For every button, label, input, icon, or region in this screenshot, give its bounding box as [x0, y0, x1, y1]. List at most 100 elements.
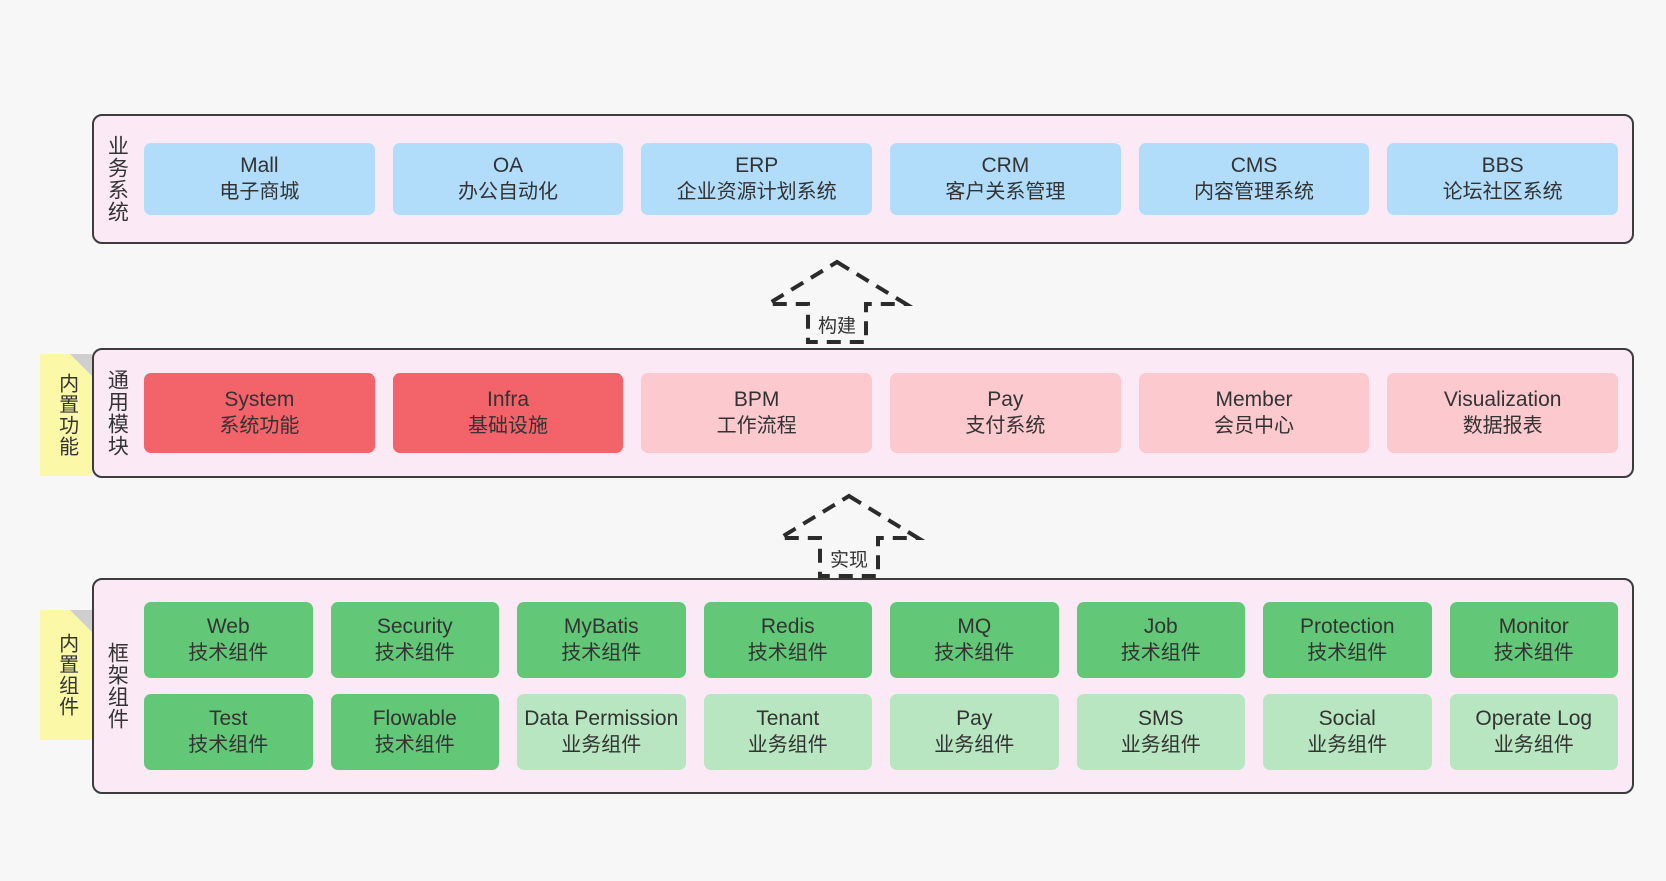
- layer-body-business-system: Mall 电子商城 OA 办公自动化 ERP 企业资源计划系统 CRM 客户关系…: [138, 116, 1632, 242]
- card-row: Web 技术组件 Security 技术组件 MyBatis 技术组件 Redi…: [144, 602, 1618, 678]
- card-title: Security: [376, 615, 453, 639]
- uml-arrow-implement: 实现: [772, 492, 926, 578]
- card-pay[interactable]: Pay 支付系统: [890, 373, 1121, 453]
- card-title: Pay: [956, 707, 993, 731]
- card-social[interactable]: Social 业务组件: [1263, 694, 1432, 770]
- card-test[interactable]: Test 技术组件: [144, 694, 313, 770]
- card-subtitle: 技术组件: [188, 641, 269, 664]
- uml-arrow-build: 构建: [760, 258, 914, 344]
- card-bpm[interactable]: BPM 工作流程: [641, 373, 873, 453]
- card-system[interactable]: System 系统功能: [144, 373, 375, 453]
- card-title: Tenant: [756, 707, 820, 731]
- dashed-hollow-arrow-icon: [760, 259, 914, 344]
- card-security[interactable]: Security 技术组件: [330, 602, 499, 678]
- sticky-note-builtin-function: 内置功能: [40, 354, 92, 476]
- card-title: MQ: [957, 615, 992, 639]
- card-subtitle: 企业资源计划系统: [676, 180, 837, 203]
- card-title: Web: [206, 615, 250, 639]
- card-title: Protection: [1299, 615, 1395, 639]
- card-title: Operate Log: [1475, 707, 1593, 731]
- card-sms[interactable]: SMS 业务组件: [1076, 694, 1245, 770]
- arrow-label-implement: 实现: [829, 550, 868, 571]
- card-member[interactable]: Member 会员中心: [1138, 373, 1370, 453]
- card-subtitle: 业务组件: [1120, 733, 1201, 756]
- layer-label-framework-component: 框架组件: [105, 642, 129, 730]
- folded-corner-icon: [70, 610, 92, 632]
- card-title: Test: [208, 707, 248, 731]
- card-subtitle: 技术组件: [747, 641, 828, 664]
- sticky-note-builtin-component: 内置组件: [40, 610, 92, 740]
- card-title: MyBatis: [563, 615, 639, 639]
- card-subtitle: 客户关系管理: [945, 180, 1066, 203]
- card-title: Social: [1318, 707, 1376, 731]
- card-subtitle: 业务组件: [747, 733, 828, 756]
- card-subtitle: 技术组件: [934, 641, 1015, 664]
- layer-framework-component: 框架组件 Web 技术组件 Security 技术组件 MyBatis 技术组件…: [92, 578, 1634, 794]
- card-title: BPM: [733, 388, 780, 412]
- card-job[interactable]: Job 技术组件: [1076, 602, 1245, 678]
- card-operate-log[interactable]: Operate Log 业务组件: [1449, 694, 1618, 770]
- card-title: Job: [1143, 615, 1178, 639]
- card-subtitle: 办公自动化: [458, 180, 558, 203]
- card-subtitle: 技术组件: [1307, 641, 1388, 664]
- card-subtitle: 技术组件: [1493, 641, 1574, 664]
- card-title: ERP: [735, 154, 779, 178]
- sticky-note-text: 内置组件: [55, 633, 78, 717]
- card-oa[interactable]: OA 办公自动化: [392, 143, 624, 215]
- card-subtitle: 业务组件: [561, 733, 642, 756]
- card-mybatis[interactable]: MyBatis 技术组件: [517, 602, 686, 678]
- card-title: CMS: [1230, 154, 1278, 178]
- layer-business-system: 业务系统 Mall 电子商城 OA 办公自动化 ERP 企业资源计划系统 CRM…: [92, 114, 1634, 244]
- card-title: Flowable: [372, 707, 457, 731]
- card-erp[interactable]: ERP 企业资源计划系统: [641, 143, 873, 215]
- card-title: Visualization: [1443, 388, 1562, 412]
- card-redis[interactable]: Redis 技术组件: [703, 602, 872, 678]
- layer-label-business-system: 业务系统: [105, 135, 129, 223]
- card-row: Test 技术组件 Flowable 技术组件 Data Permission …: [144, 694, 1618, 770]
- card-monitor[interactable]: Monitor 技术组件: [1449, 602, 1618, 678]
- card-subtitle: 基础设施: [468, 414, 548, 437]
- card-title: Mall: [240, 154, 279, 178]
- dashed-hollow-arrow-icon: [772, 493, 926, 578]
- card-cms[interactable]: CMS 内容管理系统: [1138, 143, 1370, 215]
- card-row: Mall 电子商城 OA 办公自动化 ERP 企业资源计划系统 CRM 客户关系…: [144, 143, 1619, 215]
- card-mall[interactable]: Mall 电子商城: [144, 143, 375, 215]
- card-subtitle: 论坛社区系统: [1442, 180, 1563, 203]
- arrow-label-build: 构建: [817, 316, 856, 337]
- card-subtitle: 业务组件: [1493, 733, 1574, 756]
- layer-label-common-module: 通用模块: [105, 369, 129, 457]
- card-bbs[interactable]: BBS 论坛社区系统: [1387, 143, 1619, 215]
- card-protection[interactable]: Protection 技术组件: [1263, 602, 1432, 678]
- card-title: System: [224, 388, 295, 412]
- card-title: Data Permission: [524, 707, 679, 731]
- card-title: CRM: [981, 154, 1030, 178]
- card-crm[interactable]: CRM 客户关系管理: [890, 143, 1121, 215]
- card-title: OA: [492, 154, 524, 178]
- card-tenant[interactable]: Tenant 业务组件: [703, 694, 872, 770]
- card-title: Member: [1215, 388, 1293, 412]
- sticky-note-text: 内置功能: [55, 373, 78, 457]
- card-title: Redis: [760, 615, 815, 639]
- card-subtitle: 会员中心: [1214, 414, 1295, 437]
- card-subtitle: 技术组件: [188, 733, 269, 756]
- card-subtitle: 技术组件: [1120, 641, 1201, 664]
- card-title: SMS: [1137, 707, 1184, 731]
- card-title: Infra: [486, 388, 530, 412]
- card-subtitle: 工作流程: [716, 414, 797, 437]
- card-pay-business[interactable]: Pay 业务组件: [890, 694, 1059, 770]
- card-visualization[interactable]: Visualization 数据报表: [1387, 373, 1619, 453]
- card-mq[interactable]: MQ 技术组件: [890, 602, 1059, 678]
- card-flowable[interactable]: Flowable 技术组件: [330, 694, 499, 770]
- card-subtitle: 数据报表: [1462, 414, 1543, 437]
- card-infra[interactable]: Infra 基础设施: [392, 373, 624, 453]
- card-subtitle: 电子商城: [219, 180, 300, 203]
- layer-body-common-module: System 系统功能 Infra 基础设施 BPM 工作流程 Pay 支付系统…: [138, 350, 1632, 476]
- card-subtitle: 业务组件: [1307, 733, 1388, 756]
- card-title: BBS: [1481, 154, 1524, 178]
- card-web[interactable]: Web 技术组件: [144, 602, 313, 678]
- card-subtitle: 技术组件: [374, 733, 455, 756]
- card-subtitle: 技术组件: [561, 641, 642, 664]
- card-subtitle: 业务组件: [934, 733, 1015, 756]
- card-title: Monitor: [1498, 615, 1569, 639]
- card-data-permission[interactable]: Data Permission 业务组件: [517, 694, 686, 770]
